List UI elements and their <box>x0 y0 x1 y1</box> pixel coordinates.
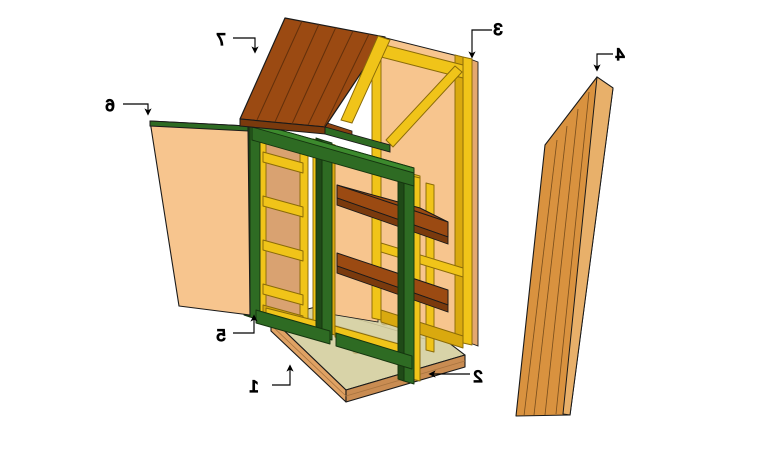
callout-3-number: 3 <box>493 20 502 39</box>
roof-plank-lines <box>256 20 370 128</box>
frame-stud-rear-right-shade <box>454 54 464 344</box>
green-post-center-shade <box>315 137 323 338</box>
callout-7-number: 7 <box>216 30 225 49</box>
green-beam-bottom-right <box>335 332 413 370</box>
callout-1[interactable]: 1 <box>249 364 294 397</box>
shelves-group[interactable] <box>336 184 449 313</box>
callout-6-leader-line <box>123 103 152 116</box>
green-post-front-right-shade <box>397 170 405 382</box>
part-side-wall-panel[interactable] <box>515 76 614 417</box>
callout-4-leader-line <box>593 53 613 72</box>
callout-2-number: 2 <box>473 367 482 386</box>
callout-4[interactable]: 4 <box>593 44 625 72</box>
callout-1-leader-line <box>272 364 294 386</box>
green-post-left-outer <box>249 121 261 321</box>
frame-brace-rear-diagonal <box>385 65 463 148</box>
frame-brace-left-4 <box>262 283 304 306</box>
green-post-front-right <box>403 172 415 385</box>
callout-3-leader-line <box>468 29 492 59</box>
callout-7-leader-line <box>233 37 259 54</box>
roof-rear-fascia <box>324 126 391 153</box>
callout-5-leader-line <box>233 314 258 334</box>
callout-6-number: 6 <box>105 96 114 115</box>
part-roof-panel[interactable] <box>239 17 391 153</box>
callout-group: 1 2 3 4 5 6 7 <box>105 19 626 397</box>
part-door-frame-green[interactable] <box>243 119 415 385</box>
callout-1-number: 1 <box>249 377 258 396</box>
frame-stud-rear-right <box>462 56 473 346</box>
roof-rafter-right <box>340 35 391 124</box>
part-door-panel[interactable] <box>149 120 251 316</box>
side-panel-plank-lines <box>523 91 590 417</box>
callout-2[interactable]: 2 <box>428 366 483 387</box>
callout-5-number: 5 <box>216 326 225 345</box>
frame-brace-left-3 <box>262 239 304 262</box>
side-panel-edge-highlight <box>562 76 614 416</box>
callout-4-number: 4 <box>615 45 624 64</box>
door-panel-top-trim <box>149 120 249 132</box>
frame-brace-left-2 <box>262 195 304 218</box>
frame-brace-left-1 <box>262 151 304 174</box>
callout-7[interactable]: 7 <box>216 29 259 54</box>
green-post-center <box>321 139 333 341</box>
callout-6[interactable]: 6 <box>105 95 152 116</box>
floor-edge-seam-1 <box>270 324 347 397</box>
callout-3[interactable]: 3 <box>468 19 503 59</box>
callout-5[interactable]: 5 <box>216 314 258 346</box>
